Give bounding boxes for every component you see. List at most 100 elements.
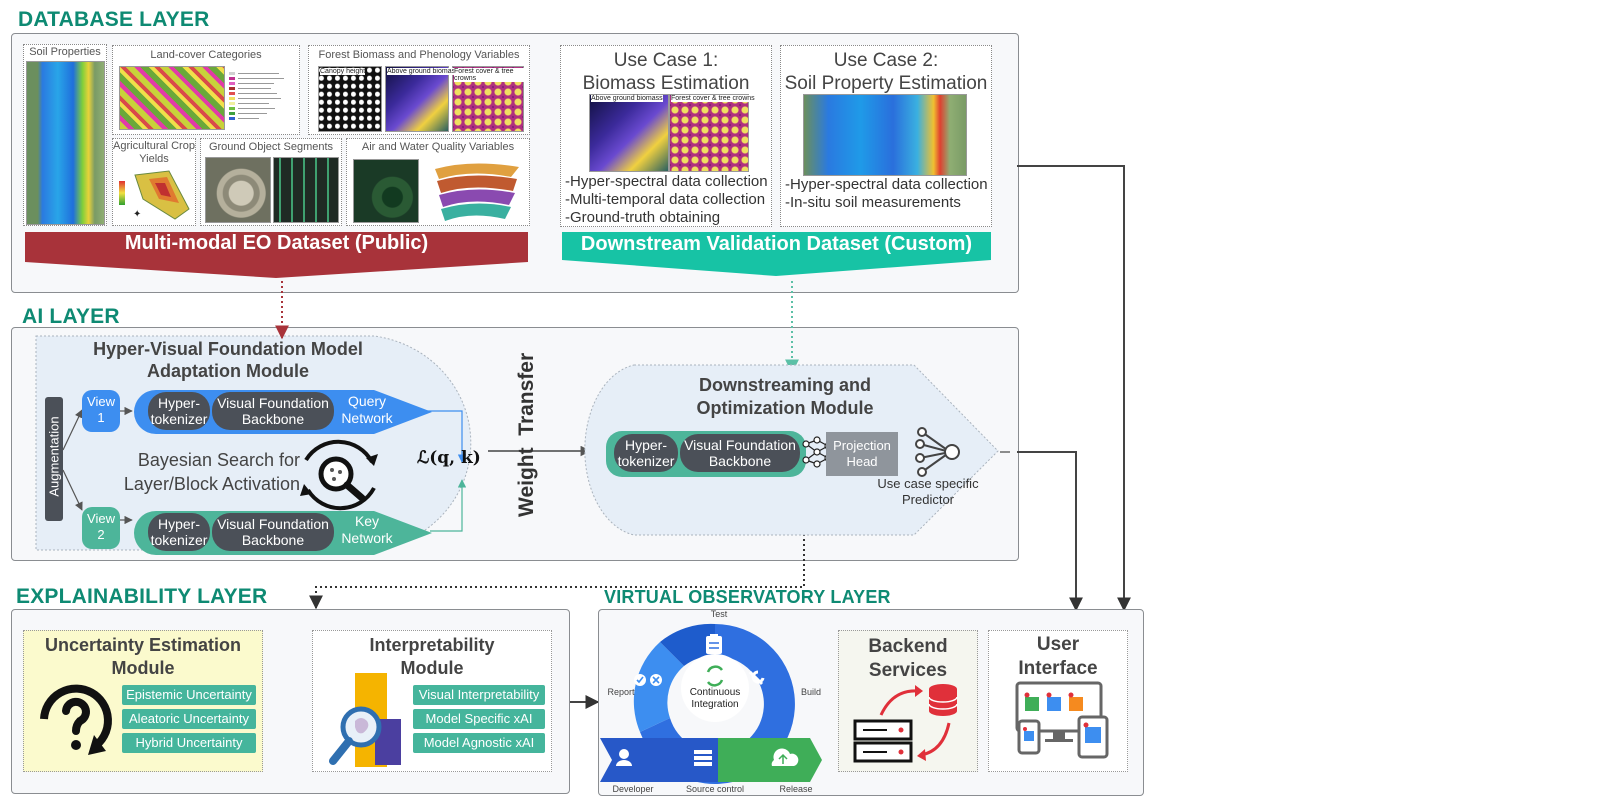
pred-1: Use case specific — [877, 476, 979, 491]
kn-2: Network — [341, 530, 393, 546]
dht-1: Hyper- — [624, 437, 667, 453]
key-network-label: Key Network — [332, 513, 402, 547]
canopy-height-label: Canopy height — [320, 68, 366, 75]
soil-properties-label: Soil Properties — [29, 46, 101, 58]
air-water-label: Air and Water Quality Variables — [361, 141, 515, 153]
ph-1: Projection — [833, 438, 891, 453]
satellite-water-image — [353, 159, 419, 223]
canopy-height-image — [318, 66, 382, 132]
view-1-pill: View 1 — [82, 390, 120, 432]
ci-center-2: Integration — [691, 699, 739, 710]
ground-segments-label: Ground Object Segments — [208, 141, 334, 153]
interpretability-title: Interpretability Module — [313, 634, 551, 680]
explainability-layer-title: EXPLAINABILITY LAYER — [16, 585, 268, 608]
compass-icon: ✦ — [133, 209, 142, 220]
contrastive-loss: ℒ(q, k) — [417, 448, 481, 468]
aleatoric-uncertainty-tag: Aleatoric Uncertainty — [122, 709, 256, 729]
pred-2: Predictor — [901, 492, 955, 507]
ph-2: Head — [846, 454, 878, 469]
custom-dataset-banner — [562, 232, 991, 276]
backend-services-card: Backend Services — [838, 630, 978, 772]
bayes-1: Bayesian Search for — [137, 450, 300, 470]
ai-layer-title: AI LAYER — [22, 305, 120, 328]
devices-icon — [1015, 681, 1109, 759]
land-cover-label: Land-cover Categories — [150, 49, 262, 61]
bayes-2: Layer/Block Activation — [123, 474, 300, 494]
visual-interpretability-tag: Visual Interpretability — [413, 685, 545, 705]
ci-test-label: Test — [710, 609, 728, 619]
uc1-bullet: -Hyper-spectral data collection — [565, 173, 768, 190]
aerial-photo-image — [205, 157, 271, 223]
crop-yields-label: Agricultural Crop Yields — [113, 140, 195, 165]
ci-release-label: Release — [779, 784, 813, 794]
crop-yields-card: Agricultural Crop Yields ✦ — [112, 138, 196, 226]
ci-center-1: Continuous — [689, 687, 741, 698]
crop-yield-map — [134, 170, 190, 220]
uncertainty-title: Uncertainty Estimation Module — [24, 634, 262, 680]
user-interface-card: User Interface — [988, 630, 1128, 772]
ci-build-label: Build — [800, 687, 821, 697]
uc1-bullet: -Ground-truth obtaining — [565, 209, 721, 226]
uc2-soil-image — [803, 94, 967, 176]
above-ground-biomass-image — [385, 66, 449, 132]
query-hypertokenizer: Hyper-tokenizer — [148, 392, 210, 430]
key-hypertokenizer: Hyper-tokenizer — [148, 513, 210, 551]
kht-1: Hyper- — [157, 516, 200, 532]
predictor-icon — [915, 427, 960, 477]
ci-source-control-label: Source control — [685, 784, 745, 794]
uc1-forest-label: Forest cover & tree crowns — [671, 95, 755, 102]
use-case-2-title-1: Use Case 2: — [833, 50, 939, 71]
unc-title-1: Uncertainty Estimation — [44, 635, 242, 655]
use-case-1-title-2: Biomass Estimation — [582, 73, 750, 94]
hvfm-title-line2: Adaptation Module — [147, 361, 309, 381]
augmentation-bar — [45, 397, 63, 521]
view-1-label-2: 1 — [97, 410, 105, 425]
int-title-1: Interpretability — [369, 635, 495, 655]
use-case-1-card: Use Case 1: Biomass Estimation Above gro… — [560, 45, 772, 227]
model-agnostic-xai-tag: Model Agnostic xAI — [413, 733, 545, 753]
ds-hypertokenizer: Hyper-tokenizer — [614, 434, 678, 472]
downstream-title: Downstreaming and Optimization Module — [640, 374, 930, 420]
weight-transfer-label: Weight Transfer — [515, 352, 538, 517]
air-quality-layers — [435, 163, 519, 221]
hvfm-title-line1: Hyper-Visual Foundation Model — [93, 339, 363, 359]
server-database-icon — [853, 684, 958, 763]
epistemic-uncertainty-tag: Epistemic Uncertainty — [122, 685, 256, 705]
bayesian-search-icon — [300, 439, 378, 511]
hybrid-uncertainty-tag: Hybrid Uncertainty — [122, 733, 256, 753]
ground-segments-card: Ground Object Segments — [200, 138, 342, 226]
dht-2: tokenizer — [617, 453, 675, 469]
view-2-pill: View 2 — [82, 507, 120, 549]
qn-1: Query — [347, 393, 387, 409]
interpretability-magnifier-icon — [329, 673, 401, 767]
use-case-2-bullets: -Hyper-spectral data collection -In-situ… — [785, 176, 988, 212]
bayesian-search-label: Bayesian Search for Layer/Block Activati… — [90, 448, 300, 496]
view-2-label-1: View — [87, 511, 115, 526]
uc1-biomass-image — [589, 94, 669, 172]
kn-1: Key — [354, 513, 380, 529]
uncertainty-question-icon — [40, 684, 112, 755]
int-title-2: Module — [400, 658, 464, 678]
use-case-1-bullets: -Hyper-spectral data collection -Multi-t… — [565, 173, 768, 227]
database-layer-title: DATABASE LAYER — [18, 8, 210, 31]
dvfb-1: Visual Foundation — [684, 437, 796, 453]
public-dataset-banner — [25, 232, 528, 278]
uncertainty-module: Uncertainty Estimation Module Epistemic … — [23, 630, 263, 772]
ds-title-2: Optimization Module — [696, 398, 874, 418]
ui-2: Interface — [1018, 658, 1098, 679]
kvfb-2: Backbone — [241, 532, 305, 548]
qvfb-1: Visual Foundation — [217, 395, 329, 411]
land-cover-map-image — [119, 66, 225, 130]
kht-2: tokenizer — [150, 532, 208, 548]
crop-yield-scale — [119, 181, 125, 205]
predictor-label: Use case specific Predictor — [868, 476, 988, 508]
land-cover-legend — [229, 68, 293, 126]
uc1-bullet: -Multi-temporal data collection — [565, 191, 766, 208]
dvfb-2: Backbone — [708, 453, 772, 469]
public-dataset-label: Multi-modal EO Dataset (Public) — [124, 232, 429, 254]
forest-cover-label: Forest cover & tree crowns — [454, 68, 529, 82]
use-case-2-title-2: Soil Property Estimation — [784, 73, 988, 94]
